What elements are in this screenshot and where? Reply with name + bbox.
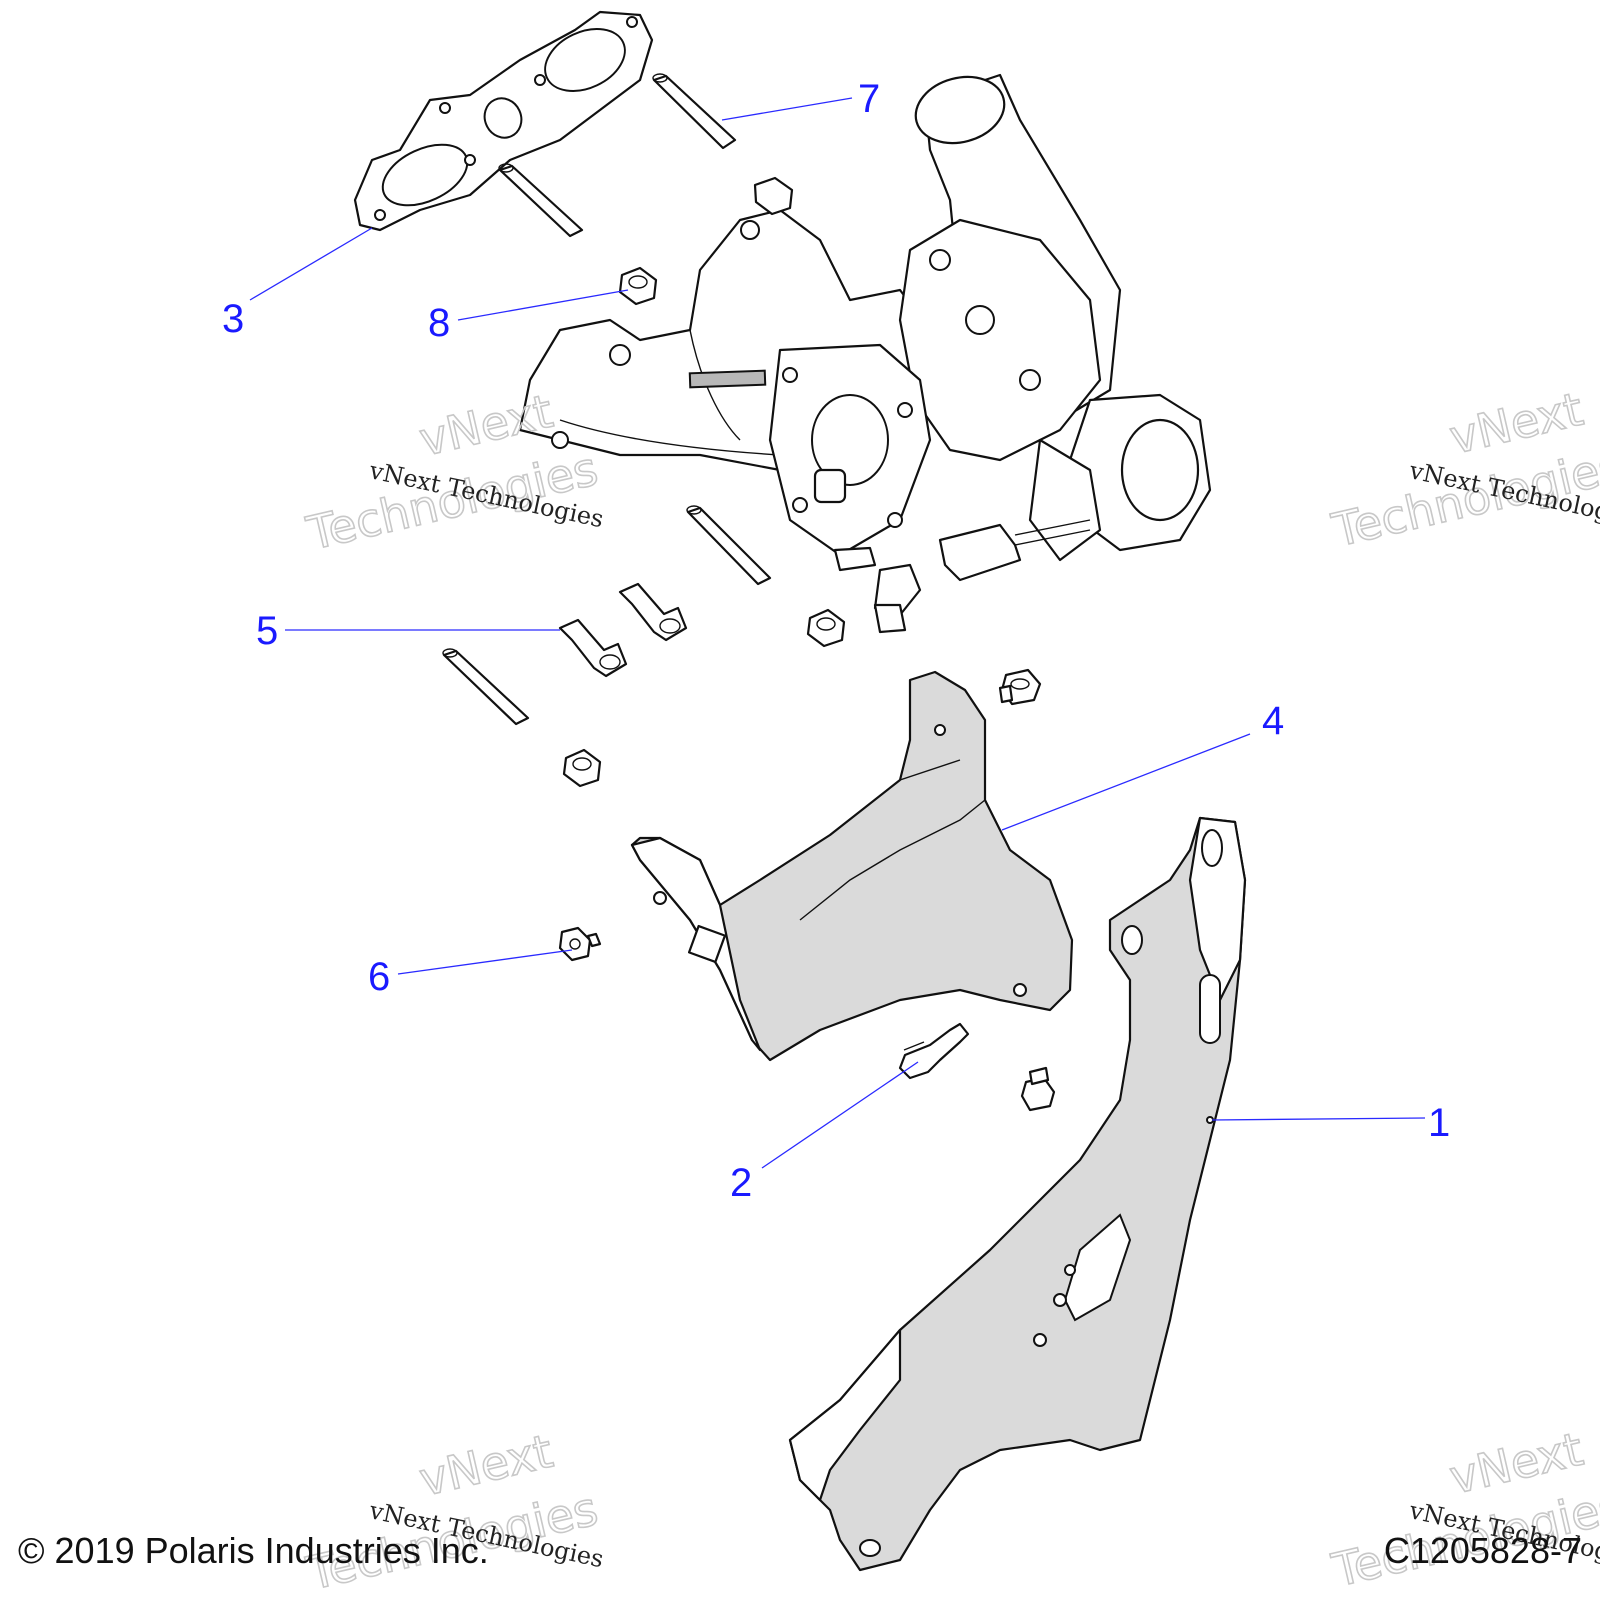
callout-4: 4	[1262, 699, 1284, 743]
flange-bolt	[898, 1022, 970, 1080]
leader-3	[249, 227, 373, 301]
callout-5: 5	[256, 609, 278, 653]
leader-1	[1211, 1117, 1426, 1121]
flange-nut-left	[558, 926, 602, 962]
leader-8	[457, 289, 629, 321]
callout-3: 3	[222, 297, 244, 341]
callout-2: 2	[730, 1161, 752, 1205]
stud-middle	[686, 505, 772, 586]
drawing-number: C1205828-7	[1383, 1530, 1582, 1571]
copyright-notice: © 2019 Polaris Industries Inc.	[18, 1530, 489, 1571]
stud-upper	[652, 73, 737, 150]
bracket-support	[788, 816, 1247, 1572]
leader-4	[1001, 733, 1251, 831]
flange-nut-top	[998, 668, 1042, 706]
socket-cap-screw-left	[558, 618, 628, 678]
leader-2	[761, 1061, 919, 1169]
stud-left	[498, 163, 584, 238]
stud-lower	[442, 648, 530, 726]
nut-upper	[618, 266, 658, 306]
callout-7: 7	[858, 77, 880, 121]
nut-middle	[806, 608, 846, 648]
callout-1: 1	[1428, 1101, 1450, 1145]
callout-6: 6	[368, 955, 390, 999]
gasket	[353, 10, 654, 232]
flange-nut-lower	[1020, 1066, 1056, 1112]
callout-8: 8	[428, 301, 450, 345]
leader-7	[721, 97, 853, 121]
watermark-upper-right: vNext Technologies vNext Technologies	[1326, 381, 1600, 558]
turbocharger	[768, 73, 1212, 634]
socket-cap-screw-right	[618, 582, 688, 642]
nut-lower	[562, 748, 602, 788]
heat-shield	[630, 670, 1074, 1062]
leader-6	[397, 949, 573, 975]
